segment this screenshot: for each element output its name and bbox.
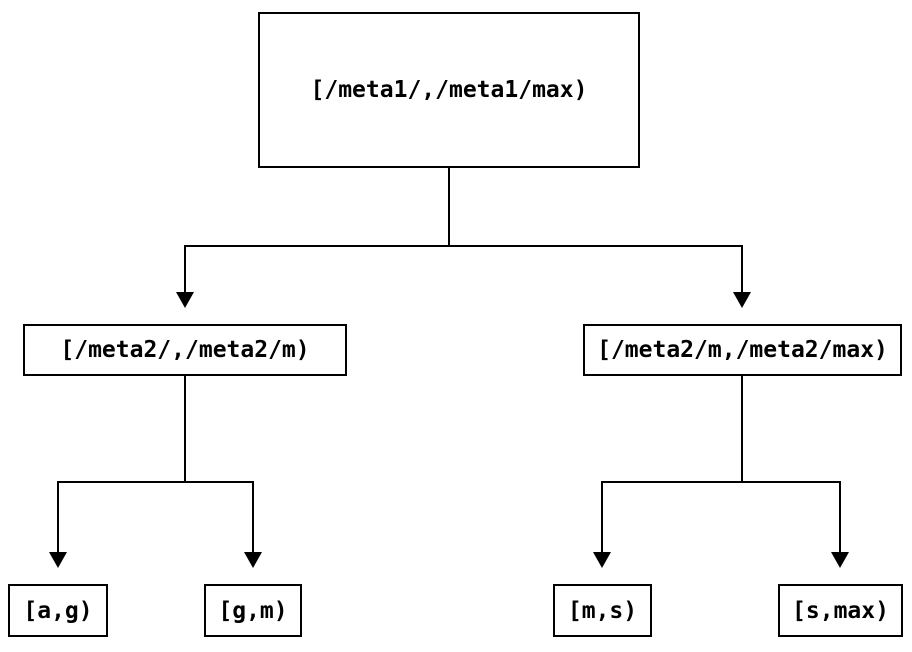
connector-drop-to-leaf-ms	[601, 481, 603, 553]
arrowhead-down-icon	[176, 292, 194, 308]
node-leaf-smax-label: [s,max)	[792, 597, 889, 624]
node-leaf-smax: [s,max)	[778, 584, 903, 637]
connector-child-right-stem	[741, 376, 743, 483]
node-leaf-gm: [g,m)	[204, 584, 302, 637]
connector-level1-crossbar	[184, 245, 743, 247]
arrowhead-down-icon	[49, 552, 67, 568]
arrowhead-down-icon	[831, 552, 849, 568]
connector-left-subtree-crossbar	[57, 481, 254, 483]
node-root: [/meta1/,/meta1/max)	[258, 12, 640, 168]
node-child-left: [/meta2/,/meta2/m)	[23, 324, 347, 376]
arrowhead-down-icon	[593, 552, 611, 568]
node-child-right-label: [/meta2/m,/meta2/max)	[597, 337, 888, 363]
arrowhead-down-icon	[733, 292, 751, 308]
node-root-label: [/meta1/,/meta1/max)	[310, 77, 588, 103]
connector-drop-to-leaf-smax	[839, 481, 841, 553]
node-child-right: [/meta2/m,/meta2/max)	[583, 324, 902, 376]
node-leaf-ag-label: [a,g)	[23, 597, 93, 624]
node-leaf-ag: [a,g)	[8, 584, 108, 637]
node-child-left-label: [/meta2/,/meta2/m)	[60, 337, 310, 363]
node-leaf-ms-label: [m,s)	[567, 597, 638, 624]
connector-drop-to-leaf-gm	[252, 481, 254, 553]
connector-drop-to-child-right	[741, 245, 743, 293]
connector-root-stem	[448, 168, 450, 247]
connector-drop-to-child-left	[184, 245, 186, 293]
node-leaf-ms: [m,s)	[553, 584, 652, 637]
connector-right-subtree-crossbar	[601, 481, 841, 483]
connector-drop-to-leaf-ag	[57, 481, 59, 553]
arrowhead-down-icon	[244, 552, 262, 568]
connector-child-left-stem	[184, 376, 186, 483]
node-leaf-gm-label: [g,m)	[218, 597, 288, 624]
